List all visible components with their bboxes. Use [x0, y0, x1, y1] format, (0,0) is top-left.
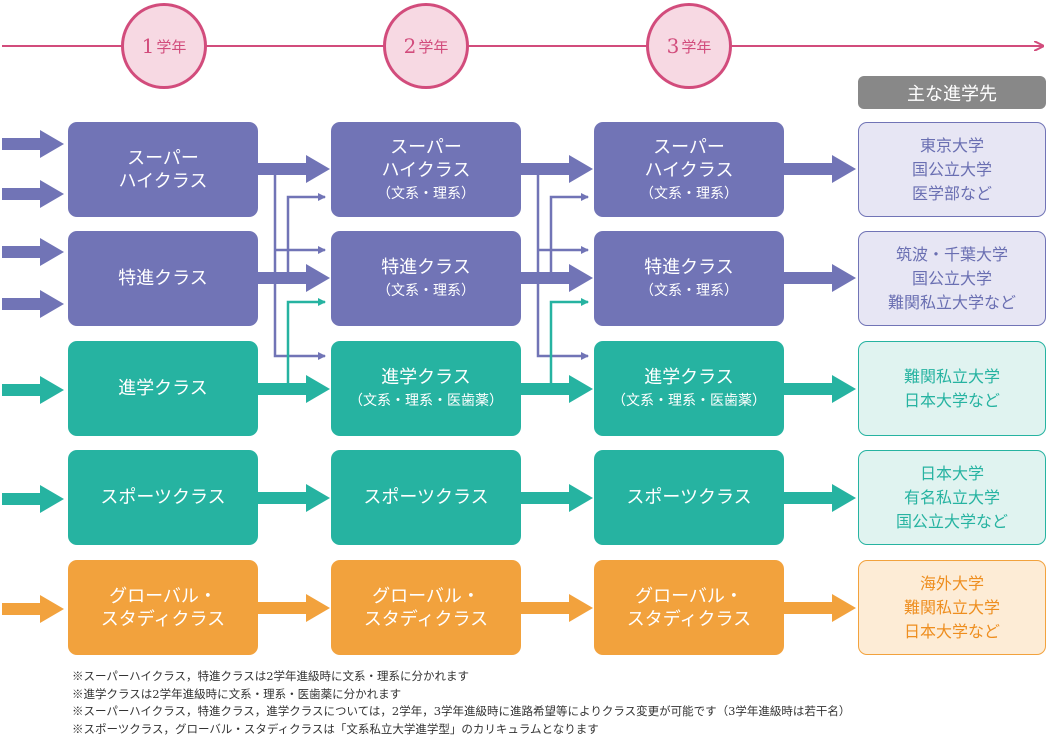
- destination-line: 筑波・千葉大学: [895, 244, 1008, 264]
- y1-y2-branch-lines: [273, 175, 326, 383]
- destination-line: 難関私立大学: [903, 366, 1000, 386]
- class-tracks: （文系・理系）: [640, 185, 738, 202]
- footnote: ※スポーツクラス，グローバル・スタディクラスは「文系私立大学進学型」のカリキュラ…: [72, 721, 599, 736]
- destination-line: 国公立大学: [911, 268, 992, 288]
- class-name: 特進クラス: [381, 257, 471, 278]
- destination-global: 海外大学 難関私立大学 日本大学など: [858, 560, 1046, 655]
- class-tracks: （文系・理系）: [640, 283, 738, 299]
- destination-line: 有名私立大学: [903, 487, 1000, 507]
- destination-tokushin: 筑波・千葉大学 国公立大学 難関私立大学など: [858, 231, 1046, 326]
- y2-shingaku-class: 進学クラス （文系・理系・医歯薬）: [331, 341, 521, 436]
- class-name: 特進クラス: [118, 268, 208, 289]
- y3-tokushin-class: 特進クラス （文系・理系）: [594, 231, 784, 326]
- destination-line: 日本大学など: [903, 621, 1000, 641]
- y3-super-high-class: スーパー ハイクラス （文系・理系）: [594, 122, 784, 217]
- destination-line: 難関私立大学: [903, 597, 1000, 617]
- class-name: 特進クラス: [644, 257, 734, 278]
- class-tracks: （文系・理系）: [377, 283, 475, 299]
- entry-arrows: [2, 130, 64, 623]
- y1-tokushin-class: 特進クラス: [68, 231, 258, 326]
- y2-global-study-class: グローバル・ スタディクラス: [331, 560, 521, 655]
- y2-y3-branch-lines: [536, 175, 589, 383]
- destination-line: 日本大学: [919, 463, 984, 483]
- footnote: ※スーパーハイクラス，特進クラス，進学クラスについては，2学年，3学年進級時に進…: [72, 704, 851, 718]
- class-name: 進学クラス: [381, 367, 471, 388]
- year-label: 学年: [156, 37, 187, 56]
- destination-line: 難関私立大学など: [887, 292, 1016, 312]
- class-name: スポーツクラス: [363, 487, 489, 508]
- class-tracks: （文系・理系・医歯薬）: [349, 393, 503, 409]
- y1-global-study-class: グローバル・ スタディクラス: [68, 560, 258, 655]
- y3-shingaku-class: 進学クラス （文系・理系・医歯薬）: [594, 341, 784, 436]
- y2-y3-main-arrows: [520, 155, 593, 622]
- y1-sports-class: スポーツクラス: [68, 450, 258, 545]
- destination-line: 医学部など: [911, 183, 992, 203]
- class-name: グローバル・ スタディクラス: [100, 585, 226, 630]
- y1-shingaku-class: 進学クラス: [68, 341, 258, 436]
- class-tracks: （文系・理系）: [377, 185, 475, 202]
- year-label: 学年: [681, 37, 712, 56]
- class-name: スポーツクラス: [100, 487, 226, 508]
- destination-super-high: 東京大学 国公立大学 医学部など: [858, 122, 1046, 217]
- footnotes: ※スーパーハイクラス，特進クラスは2学年進級時に文系・理系に分かれます ※進学ク…: [72, 668, 1032, 738]
- y3-dest-arrows: [783, 155, 856, 622]
- destination-line: 国公立大学など: [895, 511, 1008, 531]
- destination-line: 国公立大学: [911, 159, 992, 179]
- destination-sports: 日本大学 有名私立大学 国公立大学など: [858, 450, 1046, 545]
- y2-super-high-class: スーパー ハイクラス （文系・理系）: [331, 122, 521, 217]
- class-name: スーパー ハイクラス: [644, 136, 734, 181]
- destination-line: 日本大学など: [903, 390, 1000, 410]
- destination-line: 海外大学: [919, 573, 984, 593]
- y2-sports-class: スポーツクラス: [331, 450, 521, 545]
- class-name: スーパー ハイクラス: [118, 147, 208, 192]
- class-name: グローバル・ スタディクラス: [363, 585, 489, 630]
- year-number: 2: [403, 34, 417, 58]
- destinations-header: 主な進学先: [858, 76, 1046, 109]
- year-label: 学年: [418, 37, 449, 56]
- footnote: ※進学クラスは2学年進級時に文系・理系・医歯薬に分かれます: [72, 686, 402, 701]
- class-tracks: （文系・理系・医歯薬）: [612, 393, 766, 409]
- footnote: ※スーパーハイクラス，特進クラスは2学年進級時に文系・理系に分かれます: [72, 669, 470, 683]
- class-name: 進学クラス: [118, 378, 208, 399]
- y2-tokushin-class: 特進クラス （文系・理系）: [331, 231, 521, 326]
- class-name: グローバル・ スタディクラス: [626, 585, 752, 630]
- class-name: 進学クラス: [644, 367, 734, 388]
- year-number: 1: [141, 34, 155, 58]
- class-name: スポーツクラス: [626, 487, 752, 508]
- y3-sports-class: スポーツクラス: [594, 450, 784, 545]
- class-name: スーパー ハイクラス: [381, 136, 471, 181]
- y3-global-study-class: グローバル・ スタディクラス: [594, 560, 784, 655]
- y1-super-high-class: スーパー ハイクラス: [68, 122, 258, 217]
- y1-y2-main-arrows: [257, 149, 330, 622]
- year-number: 3: [666, 34, 680, 58]
- destination-line: 東京大学: [919, 135, 984, 155]
- destination-shingaku: 難関私立大学 日本大学など: [858, 341, 1046, 436]
